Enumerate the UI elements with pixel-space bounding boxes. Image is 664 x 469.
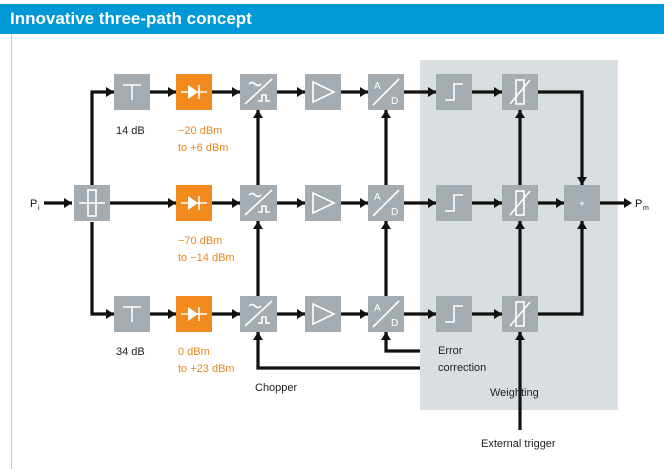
chopper-bottom-block [240,296,277,332]
triangle-amplifier-icon [312,80,336,104]
power-splitter-block [74,185,110,221]
weighting-label: Weighting [490,387,539,399]
adc-label-a: A [374,303,381,314]
chopper-label: Chopper [255,382,298,394]
variable-resistor-icon [509,79,531,105]
range-mid-line1: −70 dBm [178,235,222,247]
filter-bottom-block [436,296,472,332]
weight-top-block [502,74,538,110]
weight-bottom-block [502,296,538,332]
a-slash-d-icon [372,300,400,328]
chopper-switch-icon [244,78,273,105]
output-port-label: P [635,198,642,210]
range-bot-line1: 0 dBm [178,346,210,358]
detector-bottom-block [176,296,212,332]
filter-middle-block [436,185,472,221]
adc-label-a: A [374,81,381,92]
triangle-amplifier-icon [312,191,336,215]
plus-icon: + [579,199,585,210]
triangle-amplifier-icon [312,302,336,326]
attenuator-bottom-label: 34 dB [116,346,145,358]
step-icon [445,305,463,323]
detector-top-block [176,74,212,110]
step-icon [445,83,463,101]
error-correction-line2: correction [438,362,486,374]
step-icon [445,194,463,212]
page-title: Innovative three-path concept [10,9,252,28]
chopper-switch-icon [244,189,273,216]
a-slash-d-icon [372,78,400,106]
adc-top-block: A D [368,74,404,110]
chopper-middle-block [240,185,277,221]
weight-middle-block [502,185,538,221]
error-correction-line1: Error [438,345,463,357]
range-top-line1: −20 dBm [178,125,222,137]
detector-middle-block [176,185,212,221]
range-top-line2: to +6 dBm [178,142,228,154]
summer-block: + [564,185,600,221]
arrowheads [64,87,632,340]
adc-bottom-block: A D [368,296,404,332]
power-splitter-icon [79,189,105,217]
variable-resistor-icon [509,190,531,216]
diode-icon [181,85,207,99]
adc-label-d: D [391,318,398,329]
t-attenuator-icon [123,306,141,322]
variable-resistor-icon [509,301,531,327]
adc-label-a: A [374,192,381,203]
diode-icon [181,307,207,321]
amplifier-top-block [305,74,341,110]
output-port-subscript: m [643,205,649,212]
external-trigger-label: External trigger [481,438,556,450]
input-port-subscript: i [38,205,40,212]
input-port-label: P [30,198,37,210]
diode-icon [181,196,207,210]
amplifier-middle-block [305,185,341,221]
range-mid-line2: to −14 dBm [178,252,235,264]
adc-middle-block: A D [368,185,404,221]
chopper-top-block [240,74,277,110]
filter-top-block [436,74,472,110]
attenuator-14db-block [114,74,150,110]
chopper-switch-icon [244,300,273,327]
attenuator-34db-block [114,296,150,332]
amplifier-bottom-block [305,296,341,332]
adc-label-d: D [391,207,398,218]
adc-label-d: D [391,96,398,107]
a-slash-d-icon [372,189,400,217]
attenuator-top-label: 14 dB [116,125,145,137]
left-divider [11,34,12,469]
header-bar: Innovative three-path concept [0,4,664,34]
range-bot-line2: to +23 dBm [178,363,235,375]
t-attenuator-icon [123,84,141,100]
